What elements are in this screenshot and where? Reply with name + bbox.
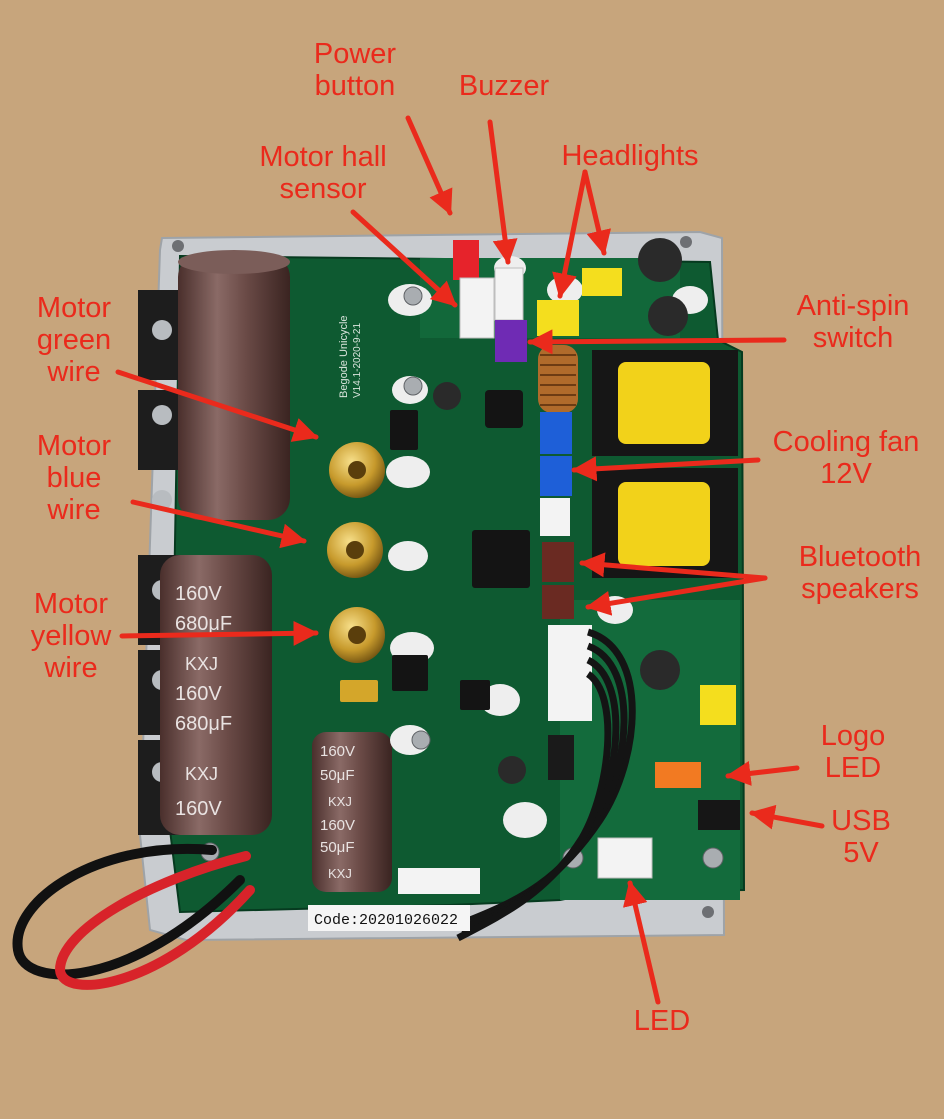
- arrow-speaker-1: [579, 552, 768, 581]
- version-silkscreen: V14.1-2020-9-21: [352, 323, 363, 398]
- label-anti-spin-switch: Anti-spin switch: [796, 290, 910, 354]
- arrow-hall-sensor: [350, 209, 458, 308]
- code-sticker: Code:20201026022: [308, 905, 470, 931]
- svg-text:KXJ: KXJ: [185, 654, 218, 674]
- copper-coil: [538, 345, 578, 413]
- chips: [340, 390, 530, 710]
- svg-text:KXJ: KXJ: [185, 764, 218, 784]
- label-logo-led: Logo LED: [820, 720, 886, 784]
- label-bluetooth-speakers: Bluetooth speakers: [798, 541, 922, 605]
- label-motor-green-wire: Motor green wire: [36, 292, 112, 388]
- capacitor-large-1: [178, 250, 290, 520]
- arrow-usb: [749, 804, 825, 830]
- capacitor-large-2: 160V 680μF KXJ 160V 680μF KXJ 160V: [160, 555, 272, 835]
- arrow-buzzer: [487, 119, 518, 265]
- label-motor-yellow-wire: Motor yellow wire: [30, 588, 112, 684]
- connectors: [398, 240, 740, 894]
- svg-text:50μF: 50μF: [320, 839, 355, 856]
- annotation-arrows: [115, 115, 825, 1005]
- arrow-power-button: [405, 115, 453, 216]
- brand-silkscreen: Begode Unicycle: [338, 315, 350, 398]
- power-wires: [12, 843, 255, 990]
- svg-text:160V: 160V: [320, 817, 355, 834]
- arrow-headlight-2: [582, 169, 612, 256]
- capacitor-small: 160V 50μF KXJ 160V 50μF KXJ: [312, 732, 392, 892]
- label-buzzer: Buzzer: [458, 70, 550, 102]
- label-motor-hall-sensor: Motor hall sensor: [259, 141, 387, 205]
- svg-text:680μF: 680μF: [175, 713, 232, 735]
- label-motor-blue-wire: Motor blue wire: [36, 430, 112, 526]
- motor-connectors: [327, 442, 385, 663]
- arrow-green-wire: [115, 369, 319, 442]
- arrow-speaker-2: [585, 575, 768, 616]
- svg-text:160V: 160V: [320, 743, 355, 760]
- svg-text:KXJ: KXJ: [328, 866, 352, 881]
- arrow-blue-wire: [130, 499, 307, 549]
- label-headlights: Headlights: [561, 140, 699, 172]
- arrow-logo-led: [725, 760, 800, 786]
- arrow-cooling-fan: [571, 456, 761, 482]
- svg-text:KXJ: KXJ: [328, 794, 352, 809]
- svg-text:50μF: 50μF: [320, 767, 355, 784]
- code-text: Code:20201026022: [314, 912, 458, 929]
- arrow-headlight-1: [552, 169, 588, 299]
- svg-text:160V: 160V: [175, 683, 222, 705]
- label-led: LED: [633, 1005, 691, 1037]
- arrow-yellow-wire: [119, 620, 319, 646]
- small-caps: [433, 238, 688, 784]
- label-usb-5v: USB 5V: [831, 805, 891, 869]
- svg-text:160V: 160V: [175, 583, 222, 605]
- svg-text:680μF: 680μF: [175, 613, 232, 635]
- ribbon-cable: [456, 628, 636, 942]
- arrow-anti-spin: [527, 329, 787, 355]
- label-cooling-fan: Cooling fan 12V: [772, 426, 920, 490]
- transformers: [592, 350, 738, 578]
- arrow-led: [622, 880, 661, 1005]
- label-power-button: Power button: [313, 38, 397, 102]
- svg-text:160V: 160V: [175, 798, 222, 820]
